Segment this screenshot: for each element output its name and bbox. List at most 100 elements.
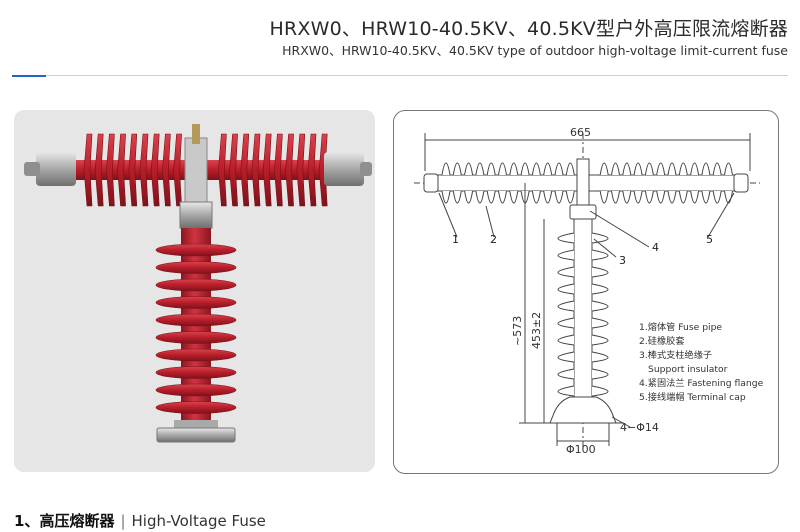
drawing-tube-shed [543, 162, 553, 204]
right-terminal-cap [324, 152, 364, 186]
page-title-zh: HRXW0、HRW10-40.5KV、40.5KV型户外高压限流熔断器 [269, 18, 788, 40]
dim-overall-length: 665 [570, 126, 591, 139]
fuse-tube-shed [285, 133, 294, 207]
clamp-bolt [192, 124, 200, 144]
dim-base-diameter: Φ100 [566, 443, 596, 456]
fastening-flange [179, 201, 213, 229]
fuse-tube-shed [307, 133, 317, 207]
fuse-tube-shed [83, 133, 93, 207]
drawing-tube-shed [441, 162, 451, 204]
legend-item-terminal-cap: 5.接线端帽 Terminal cap [639, 392, 746, 403]
drawing-tube-shed [486, 162, 496, 204]
drawing-tube-shed [531, 162, 541, 204]
drawing-tube-shed [644, 162, 654, 204]
dim-mounting-holes: 4−Φ14 [620, 421, 659, 434]
insulator-shed [155, 401, 237, 414]
insulator-shed [155, 366, 237, 379]
insulator-shed [155, 331, 237, 344]
insulator-shed [155, 348, 237, 362]
leader-1 [438, 192, 458, 238]
drawing-tube-shed [690, 162, 700, 204]
drawing-tube-shed [633, 162, 643, 204]
section-heading: 1、高压熔断器|High-Voltage Fuse [14, 510, 266, 531]
fuse-tube-shed [128, 133, 138, 207]
left-terminal-cap [36, 152, 76, 186]
accent-bar [12, 75, 46, 77]
parts-legend: 1.熔体管 Fuse pipe 2.硅橡胶套 3.棒式支柱绝缘子 Support… [639, 321, 774, 405]
support-insulator-sheds [155, 243, 237, 414]
drawing-base [549, 396, 617, 424]
drawing-insulator-shed [557, 334, 609, 346]
drawing-insulator-core [573, 218, 593, 400]
drawing-tube-shed [611, 162, 620, 204]
legend-item-fastening-flange: 4.紧固法兰 Fastening flange [639, 378, 764, 389]
technical-drawing: 665 ~573 453±2 Φ100 4−Φ14 1 2 3 4 5 1.熔体… [393, 110, 779, 474]
drawing-left-cap [423, 173, 439, 193]
page-title-en: HRXW0、HRW10-40.5KV、40.5KV type of outdoo… [282, 43, 788, 58]
callout-3: 3 [619, 254, 626, 267]
section-number: 1、 [14, 512, 40, 530]
drawing-tube-shed [509, 162, 519, 204]
left-terminal-stud [24, 162, 40, 176]
drawing-insulator-shed [557, 368, 609, 380]
fuse-tube-shed [139, 133, 149, 207]
dim-total-height: ~573 [511, 315, 524, 346]
legend-item-support-insulator-en: Support insulator [648, 364, 728, 375]
drawing-insulator-shed [557, 249, 609, 261]
callout-2: 2 [490, 233, 497, 246]
drawing-tube-shed [554, 162, 564, 204]
leader-2 [485, 205, 495, 238]
fuse-tube-shed [162, 133, 171, 207]
dim-insulator-height: 453±2 [530, 311, 543, 349]
fuse-tube-shed [150, 133, 160, 207]
insulator-shed [155, 383, 237, 397]
drawing-tube-shed [701, 162, 711, 204]
drawing-insulator-shed [557, 300, 609, 312]
divider-line [46, 75, 788, 76]
callout-4: 4 [652, 241, 659, 254]
drawing-tube-shed [475, 162, 485, 204]
fuse-tube-shed [173, 133, 182, 207]
support-insulator-core [181, 228, 211, 428]
callout-1: 1 [452, 233, 459, 246]
drawing-insulator-shed [557, 385, 609, 397]
legend-item-support-insulator-zh: 3.棒式支柱绝缘子 [639, 350, 713, 361]
drawing-tube-shed [656, 162, 666, 204]
product-photo [14, 110, 375, 472]
insulator-shed [155, 243, 237, 257]
drawing-clamp [576, 158, 590, 206]
fuse-tube-shed [251, 133, 261, 207]
section-title-zh: 高压熔断器 [39, 512, 115, 530]
drawing-insulator-shed [557, 317, 609, 329]
insulator-shed [155, 261, 237, 274]
fuse-tube-shed [262, 133, 272, 207]
callout-5: 5 [706, 233, 713, 246]
drawing-tube-shed [498, 162, 507, 204]
header-divider [12, 75, 788, 77]
fuse-photo-illustration [24, 124, 372, 443]
fuse-tube-shed [94, 133, 104, 207]
drawing-tube-shed [464, 162, 474, 204]
insulator-shed [155, 278, 237, 292]
fuse-tube-shed [218, 133, 227, 207]
fuse-tube-shed [117, 133, 126, 207]
drawing-tube-shed [565, 162, 575, 204]
drawing-right-cap [733, 173, 749, 193]
fuse-tube-shed [106, 133, 115, 207]
insulator-shed [155, 296, 237, 309]
drawing-fuse-tube [433, 162, 739, 204]
section-title-en: High-Voltage Fuse [131, 512, 266, 530]
drawing-tube-shed [712, 162, 722, 204]
legend-item-silicone-sleeve: 2.硅橡胶套 [639, 336, 685, 347]
legend-item-fuse-pipe: 1.熔体管 Fuse pipe [639, 322, 723, 333]
drawing-insulator-shed [557, 283, 609, 295]
insulator-shed [155, 313, 237, 327]
fuse-outline-drawing [414, 133, 760, 451]
leader-3 [593, 238, 617, 258]
right-terminal-stud [360, 162, 372, 176]
fuse-tube-shed [240, 133, 250, 207]
fuse-tube-sheds [83, 133, 328, 207]
mounting-base [156, 427, 236, 443]
drawing-insulator-shed [557, 351, 609, 363]
drawing-tube-shed [678, 162, 688, 204]
